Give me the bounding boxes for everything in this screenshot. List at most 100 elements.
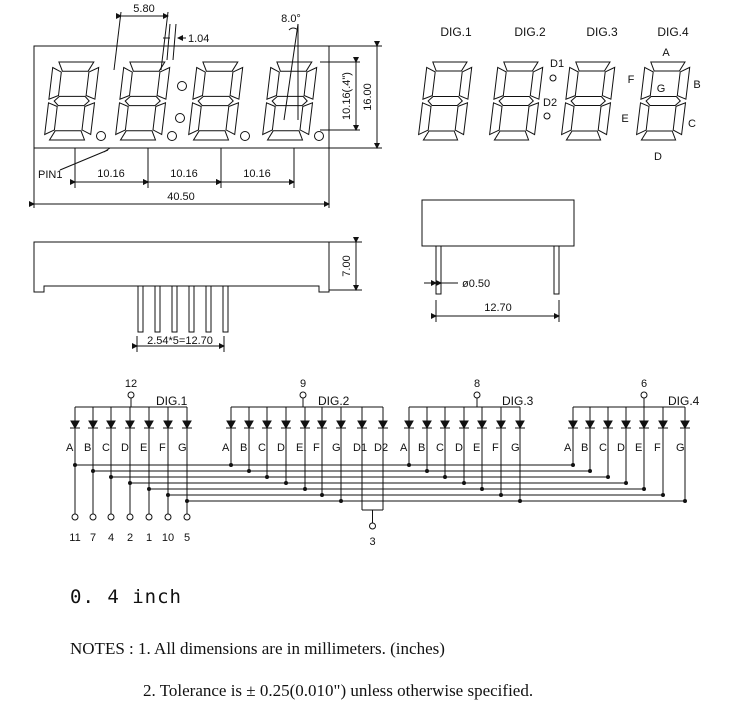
diode-2-B (244, 420, 254, 430)
seg-label-1-G: G (178, 442, 187, 454)
end-body (421, 199, 575, 247)
front-dp-2 (167, 131, 177, 141)
diode-3-B (422, 420, 432, 430)
seg-label-3-B: B (418, 442, 425, 454)
side-body (33, 241, 330, 293)
seg-label-1-D: D (121, 442, 129, 454)
seg-label-2-A: A (222, 442, 230, 454)
seg-label-1-E: E (140, 442, 147, 454)
notes-line-1: NOTES : 1. All dimensions are in millime… (70, 639, 445, 658)
label-seg-g: G (657, 83, 666, 95)
front-digit-4 (262, 61, 318, 141)
common-pin-1: 12 (125, 378, 137, 390)
label-seg-d: D (654, 151, 662, 163)
seg-label-4-D: D (617, 442, 625, 454)
seg-label-2-E: E (296, 442, 303, 454)
front-digits (44, 61, 324, 141)
label-seg-f: F (628, 74, 635, 86)
dim-row-spacing: 12.70 (484, 302, 512, 314)
dim-total-height: 16.00 (362, 83, 374, 111)
side-pin-4 (188, 285, 195, 333)
common-pin-2: 9 (300, 378, 306, 390)
display-body-outline (33, 45, 330, 149)
colon-bottom (175, 113, 185, 123)
side-pin-2 (154, 285, 161, 333)
seg-label-2-G: G (332, 442, 341, 454)
circuit-group-label-3: DIG.3 (502, 394, 534, 408)
pin1-label: PIN1 (38, 169, 62, 181)
bottom-pin-2: 2 (127, 532, 133, 544)
diode-3-G (515, 420, 525, 430)
dim-total-width: 40.50 (167, 191, 195, 203)
bottom-pin-4: 4 (108, 532, 114, 544)
dim-seg-thick: 1.04 (188, 33, 209, 45)
diode-1-G (182, 420, 192, 430)
diode-2-G (336, 420, 346, 430)
diode-2-A (226, 420, 236, 430)
front-view (29, 11, 382, 208)
label-seg-c: C (688, 118, 696, 130)
seg-label-1-F: F (159, 442, 166, 454)
seg-label-3-G: G (511, 442, 520, 454)
seg-label-4-C: C (599, 442, 607, 454)
seg-digit-3 (560, 61, 616, 141)
circuit-group-label-2: DIG.2 (318, 394, 350, 408)
front-view-text: 5.80 1.04 8.0° 10.16(.4") 16.00 PIN1 10.… (38, 3, 374, 203)
diode-2-D (281, 420, 291, 430)
diode-3-F (496, 420, 506, 430)
front-dp-4 (314, 131, 324, 141)
label-seg-b: B (693, 79, 700, 91)
diode-3-A (404, 420, 414, 430)
circuit-group-label-1: DIG.1 (156, 394, 188, 408)
segment-diagram: DIG.1 DIG.2 DIG.3 DIG.4 D1 D2 A B C D E … (417, 25, 701, 163)
seg-label-4-F: F (654, 442, 661, 454)
side-pin-6 (222, 285, 229, 333)
seg-label-4-B: B (581, 442, 588, 454)
side-pin-1 (137, 285, 144, 333)
seg-label-2-D: D (277, 442, 285, 454)
seg-label-2-F: F (313, 442, 320, 454)
seg-label-4-G: G (676, 442, 685, 454)
bottom-pin-1: 1 (146, 532, 152, 544)
diode-1-B (88, 420, 98, 430)
diode-4-C (603, 420, 613, 430)
label-seg-e: E (621, 113, 628, 125)
pin1-leader (59, 149, 109, 171)
diode-1-D (125, 420, 135, 430)
seg-digit-4 (635, 61, 691, 141)
dp-pin-label: 3 (369, 536, 375, 548)
seg-label-2-B: B (240, 442, 247, 454)
label-d2: D2 (543, 97, 557, 109)
bottom-pin-11: 11 (69, 532, 80, 544)
dim-pitch-3: 10.16 (243, 168, 271, 180)
bottom-pin-7: 7 (90, 532, 96, 544)
diode-4-F (658, 420, 668, 430)
diode-1-F (163, 420, 173, 430)
dim-pin-pitch: 2.54*5=12.70 (147, 335, 213, 347)
seg-digit-1 (417, 61, 473, 141)
seg-label-4-E: E (635, 442, 642, 454)
seg-label-1-B: B (84, 442, 91, 454)
bottom-pin-10: 10 (162, 532, 174, 544)
seg-label-1-C: C (102, 442, 110, 454)
seg-label-2-D2: D2 (374, 442, 388, 454)
bottom-pin-5: 5 (184, 532, 190, 544)
seg-dig2-label: DIG.2 (514, 25, 546, 39)
common-pin-4: 6 (641, 378, 647, 390)
diode-1-E (144, 420, 154, 430)
front-digit-1 (44, 61, 100, 141)
common-pin-3: 8 (474, 378, 480, 390)
seg-label-4-A: A (564, 442, 572, 454)
diode-2-D1 (357, 420, 367, 430)
diode-1-C (106, 420, 116, 430)
side-pin-3 (171, 285, 178, 333)
diode-3-E (477, 420, 487, 430)
seg-digit-2 (488, 61, 544, 141)
diode-3-D (459, 420, 469, 430)
seg-label-3-F: F (492, 442, 499, 454)
diode-2-E (300, 420, 310, 430)
